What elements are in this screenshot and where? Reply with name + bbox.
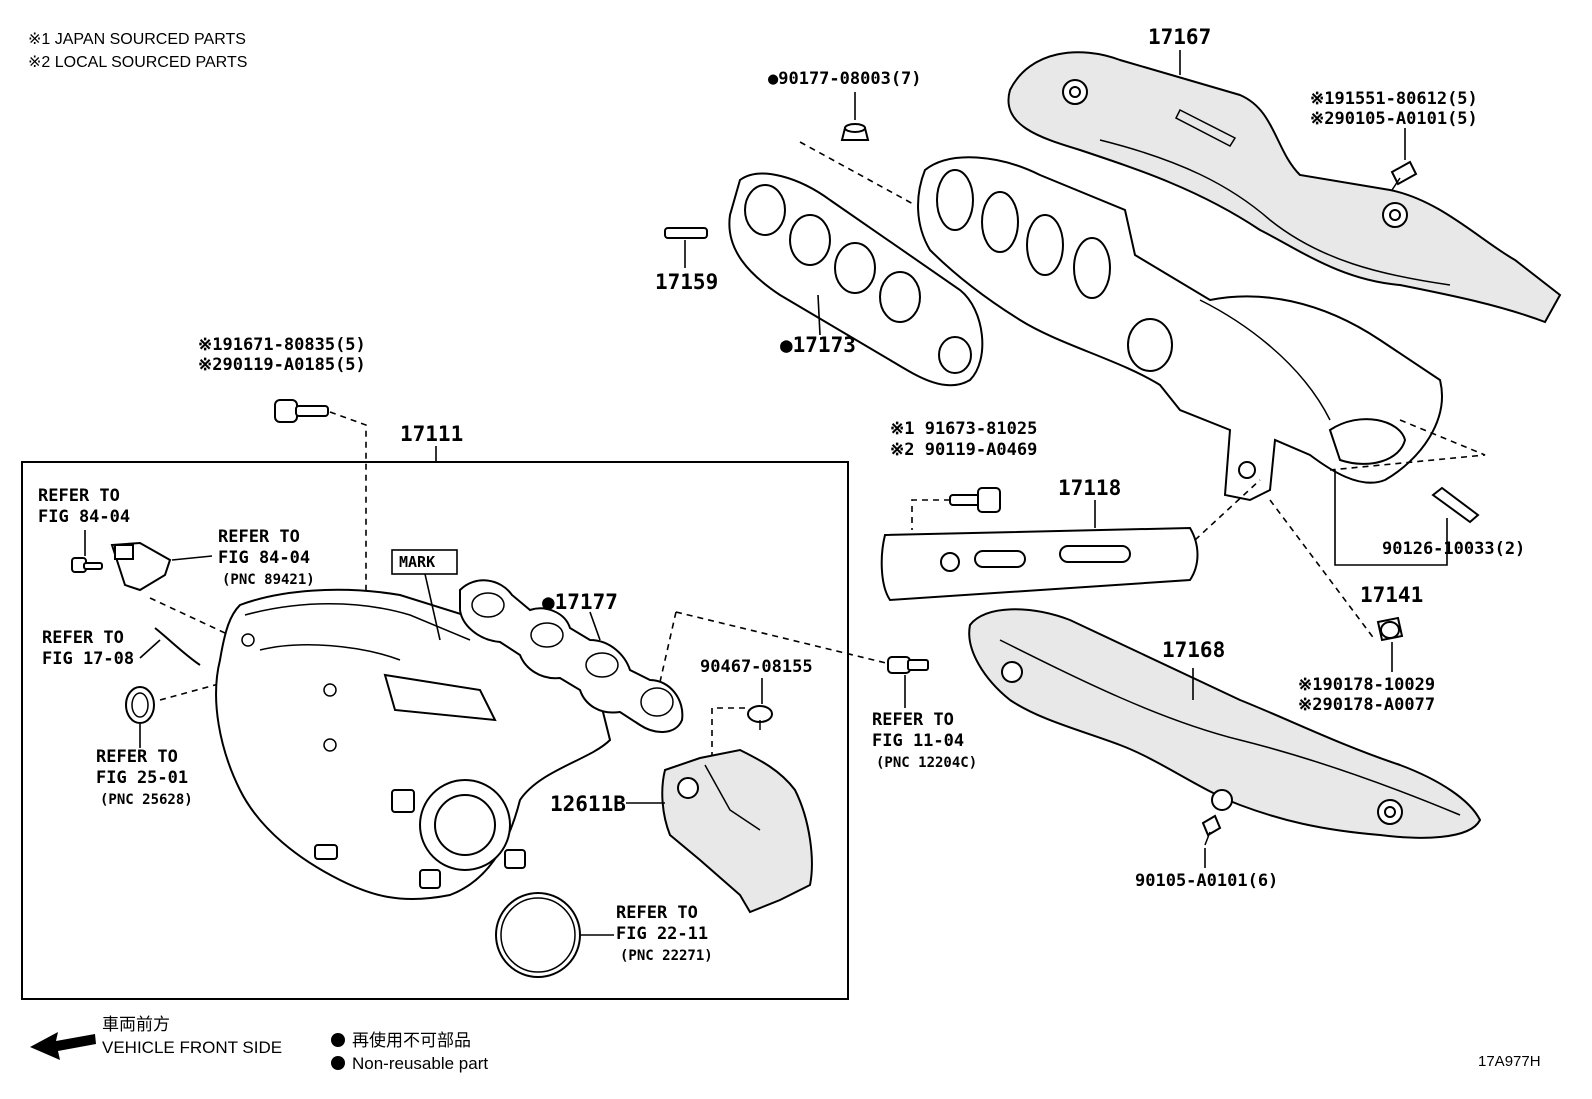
label-17168: 17168 — [1162, 638, 1225, 662]
label-17167: 17167 — [1148, 25, 1211, 49]
refer-2211-line1: REFER TO — [616, 903, 698, 923]
heat-insulator-upper — [1007, 51, 1562, 324]
refer-8404a-line1: REFER TO — [38, 486, 120, 506]
label-17141: 17141 — [1360, 583, 1423, 607]
air-intake-sensor — [110, 541, 172, 592]
bolt-191671 — [274, 399, 329, 423]
label-191551: ※191551-80612(5) — [1310, 89, 1478, 109]
legend-nonreusable-jp: 再使用不可部品 — [352, 1030, 471, 1050]
refer-8404b-line2: FIG 84-04 — [218, 548, 310, 568]
label-190178: ※190178-10029 — [1298, 675, 1435, 695]
refer-2501-line1: REFER TO — [96, 747, 178, 767]
refer-1104-line1: REFER TO — [872, 710, 954, 730]
label-90467: 90467-08155 — [700, 657, 813, 677]
bolt-90105 — [1201, 814, 1222, 846]
legend-nonreusable-en: Non-reusable part — [352, 1054, 488, 1073]
label-290119: ※290119-A0185(5) — [198, 355, 366, 375]
label-17111: 17111 — [400, 422, 463, 446]
vacuum-hose — [154, 627, 201, 666]
illustration-code: 17A977H — [1478, 1053, 1541, 1070]
refer-1708-line2: FIG 17-08 — [42, 649, 134, 669]
label-290105: ※290105-A0101(5) — [1310, 109, 1478, 129]
stud-90126 — [1431, 486, 1480, 524]
pcv-valve — [887, 656, 929, 674]
exhaust-gasket — [728, 172, 984, 387]
sensor-bolt — [71, 557, 103, 573]
label-191671: ※191671-80835(5) — [198, 335, 366, 355]
label-17177: ●17177 — [542, 590, 618, 614]
refer-8404b-line3: (PNC 89421) — [222, 572, 315, 588]
stud-17159 — [664, 227, 708, 239]
nonreusable-dot-icon — [331, 1033, 345, 1047]
label-90105: 90105-A0101(6) — [1135, 871, 1278, 891]
manifold-port-1 — [936, 169, 974, 231]
heat-insulator-lower — [968, 608, 1482, 839]
throttle-gasket-ring — [495, 892, 581, 978]
manifold-port-4 — [1073, 237, 1111, 299]
refer-1708-line1: REFER TO — [42, 628, 124, 648]
refer-2211-line3: (PNC 22271) — [620, 948, 713, 964]
vehicle-front-arrow-icon — [30, 1032, 96, 1060]
bolt-91673 — [949, 487, 1001, 513]
refer-2211-line2: FIG 22-11 — [616, 924, 708, 944]
refer-2501-line2: FIG 25-01 — [96, 768, 188, 788]
bolt-191551 — [1390, 160, 1418, 191]
hose-clip — [125, 686, 155, 724]
label-290178: ※290178-A0077 — [1298, 695, 1435, 715]
nut-190178 — [1376, 616, 1404, 642]
note-japan-sourced: ※1 JAPAN SOURCED PARTS — [28, 31, 246, 48]
nut-90177 — [840, 123, 870, 141]
label-17159: 17159 — [655, 270, 718, 294]
manifold-stay — [880, 526, 1199, 602]
mark-box — [391, 549, 458, 575]
manifold-insulator — [661, 748, 813, 914]
intake-manifold-group-box — [21, 461, 849, 1000]
refer-8404b-line1: REFER TO — [218, 527, 300, 547]
manifold-port-2 — [981, 191, 1019, 253]
legend-direction-jp: 車両前方 — [102, 1015, 170, 1034]
label-17118: 17118 — [1058, 476, 1121, 500]
nonreusable-dot-icon — [331, 1056, 345, 1070]
mark-label: MARK — [399, 553, 435, 571]
label-17173: ●17173 — [780, 333, 856, 357]
label-91673: ※1 91673-81025 — [890, 419, 1037, 439]
manifold-port-3 — [1026, 214, 1064, 276]
note-local-sourced: ※2 LOCAL SOURCED PARTS — [28, 54, 247, 71]
label-90177: ●90177-08003(7) — [768, 69, 922, 89]
exhaust-manifold — [917, 156, 1443, 502]
refer-1104-line2: FIG 11-04 — [872, 731, 964, 751]
clip-90467 — [747, 705, 773, 730]
intake-manifold — [215, 588, 612, 901]
refer-2501-line3: (PNC 25628) — [100, 792, 193, 808]
refer-1104-line3: (PNC 12204C) — [876, 755, 977, 771]
label-90126: 90126-10033(2) — [1382, 539, 1525, 559]
refer-8404a-line2: FIG 84-04 — [38, 507, 130, 527]
intake-gasket — [459, 579, 684, 733]
legend-direction-en: VEHICLE FRONT SIDE — [102, 1038, 282, 1057]
label-12611B: 12611B — [550, 792, 626, 816]
label-90119: ※2 90119-A0469 — [890, 440, 1037, 460]
